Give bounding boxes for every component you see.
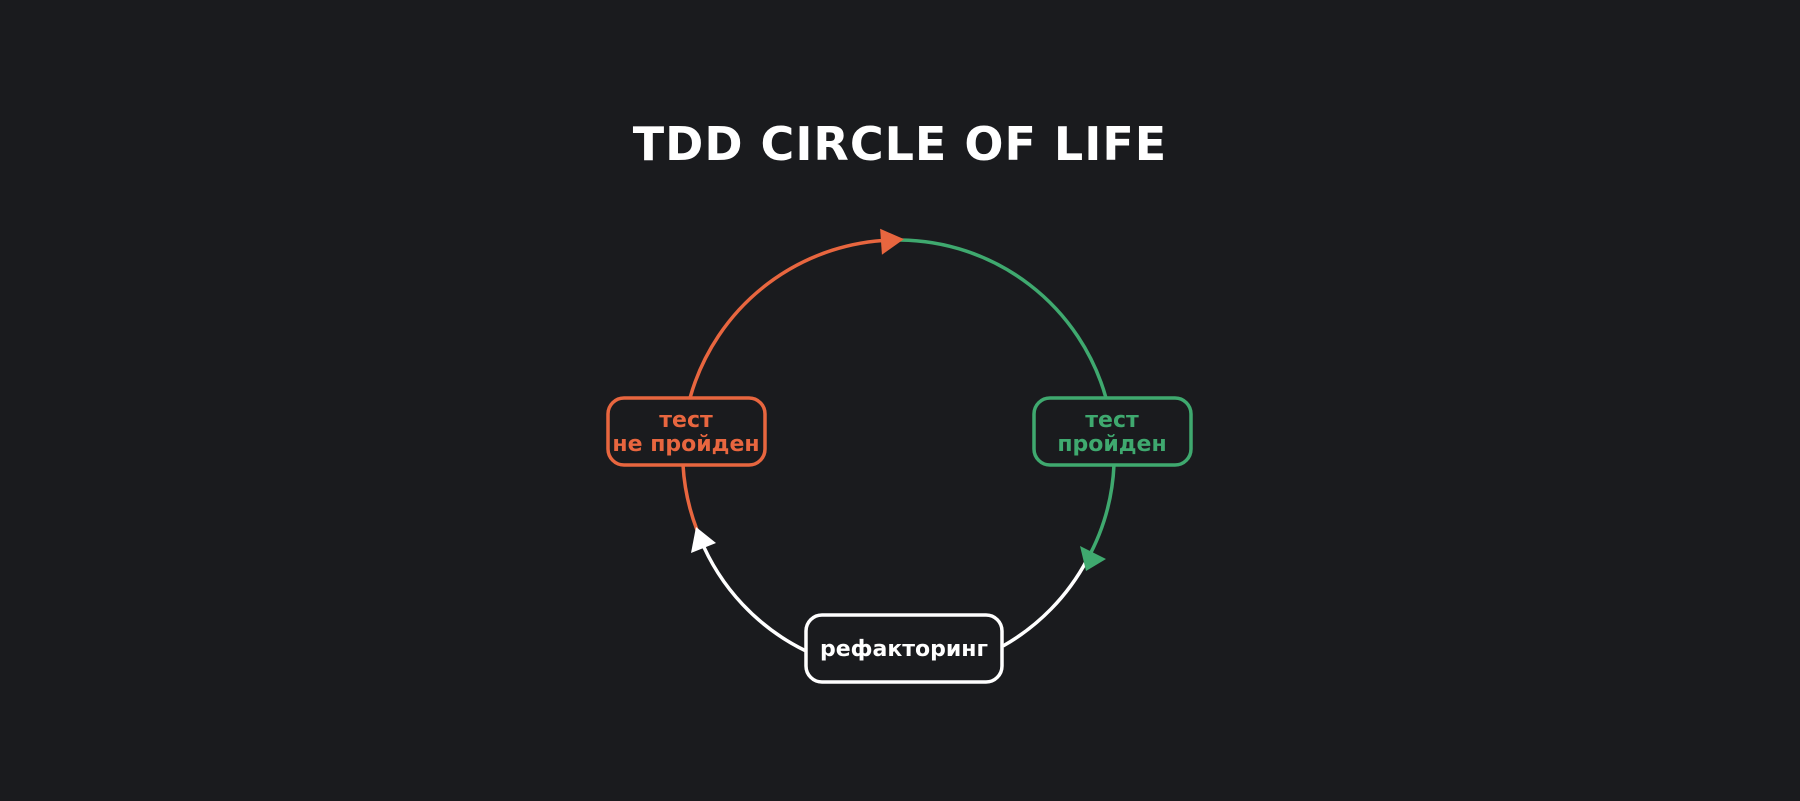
diagram-title: TDD CIRCLE OF LIFE: [632, 117, 1168, 171]
node-test-failed-line1: тест: [659, 408, 713, 433]
arc-fail-lower: [681, 464, 699, 531]
node-test-failed: тест не пройден: [606, 396, 767, 467]
arrow-left-white: [691, 527, 716, 553]
node-test-passed-line1: тест: [1085, 408, 1139, 433]
node-test-passed-line2: пройден: [1057, 432, 1166, 457]
arc-fail-to-top: [688, 238, 901, 399]
arc-top-to-pass: [899, 238, 1108, 399]
node-test-passed-box: [1032, 396, 1193, 467]
node-refactoring: рефакторинг: [804, 613, 1004, 684]
node-test-passed: тест пройден: [1032, 396, 1193, 467]
arc-refactor-left: [698, 537, 807, 653]
arrow-right-green: [1080, 546, 1106, 571]
node-test-failed-line2: не пройден: [612, 432, 759, 457]
node-test-failed-box: [606, 396, 767, 467]
arrow-top-red: [880, 228, 904, 255]
arc-pass-to-refactor: [1085, 464, 1116, 561]
node-refactoring-box: [804, 613, 1004, 684]
node-refactoring-label: рефакторинг: [820, 637, 988, 662]
arc-refactor-right: [1002, 559, 1089, 648]
